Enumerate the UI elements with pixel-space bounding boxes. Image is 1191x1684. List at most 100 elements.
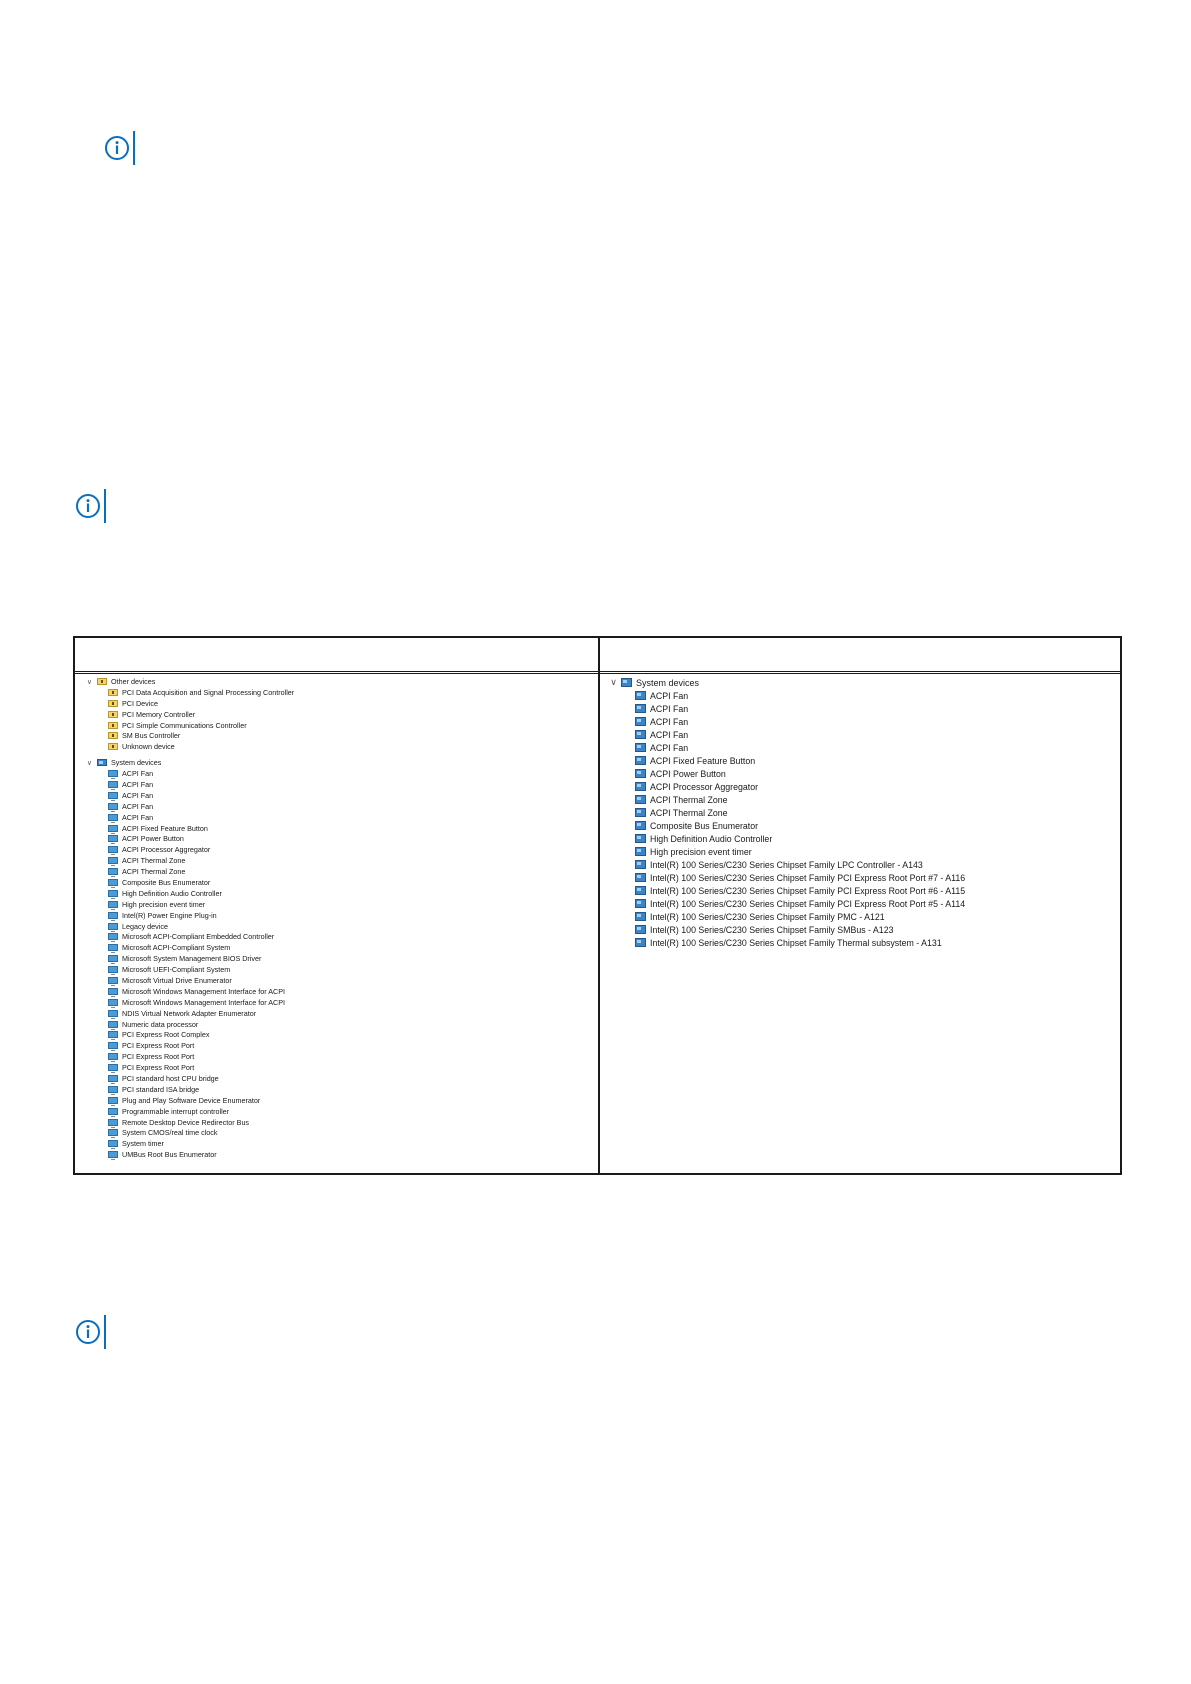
- tree-item[interactable]: Numeric data processor: [85, 1019, 590, 1030]
- tree-item[interactable]: Intel(R) 100 Series/C230 Series Chipset …: [609, 858, 1114, 871]
- tree-item[interactable]: High Definition Audio Controller: [85, 888, 590, 899]
- tree-group-header[interactable]: ∨System devices: [609, 676, 1114, 689]
- system-device-icon: [635, 886, 646, 895]
- tree-item[interactable]: Composite Bus Enumerator: [85, 877, 590, 888]
- tree-group-header[interactable]: ∨ System devices: [85, 757, 590, 768]
- tree-item[interactable]: Intel(R) 100 Series/C230 Series Chipset …: [609, 936, 1114, 949]
- tree-item[interactable]: Intel(R) 100 Series/C230 Series Chipset …: [609, 897, 1114, 910]
- system-device-icon: [635, 795, 646, 804]
- tree-item[interactable]: PCI Express Root Complex: [85, 1030, 590, 1041]
- tree-item[interactable]: PCI standard host CPU bridge: [85, 1073, 590, 1084]
- tree-item[interactable]: Intel(R) 100 Series/C230 Series Chipset …: [609, 884, 1114, 897]
- tree-item-label: ACPI Fan: [122, 769, 154, 779]
- tree-item[interactable]: Intel(R) 100 Series/C230 Series Chipset …: [609, 910, 1114, 923]
- tree-item[interactable]: ACPI Thermal Zone: [85, 855, 590, 867]
- tree-item[interactable]: ACPI Fan: [85, 801, 590, 812]
- tree-item[interactable]: SM Bus Controller: [85, 730, 590, 741]
- tree-item[interactable]: PCI Memory Controller: [85, 709, 590, 720]
- tree-item[interactable]: Microsoft UEFI-Compliant System: [85, 964, 590, 976]
- tree-item[interactable]: PCI standard ISA bridge: [85, 1084, 590, 1095]
- tree-item[interactable]: Plug and Play Software Device Enumerator: [85, 1095, 590, 1106]
- tree-item[interactable]: ACPI Thermal Zone: [609, 793, 1114, 806]
- tree-item[interactable]: System CMOS/real time clock: [85, 1128, 590, 1139]
- tree-group-header[interactable]: ∨Other devices: [85, 676, 590, 687]
- tree-item[interactable]: ACPI Fixed Feature Button: [609, 754, 1114, 767]
- tree-item[interactable]: ACPI Fan: [85, 779, 590, 790]
- tree-item-label: Intel(R) 100 Series/C230 Series Chipset …: [650, 937, 942, 948]
- tree-item[interactable]: ACPI Power Button: [609, 767, 1114, 780]
- tree-item[interactable]: High precision event timer: [85, 899, 590, 910]
- tree-item[interactable]: Unknown device: [85, 741, 590, 752]
- tree-item[interactable]: ACPI Thermal Zone: [85, 866, 590, 878]
- tree-item[interactable]: Intel(R) 100 Series/C230 Series Chipset …: [609, 871, 1114, 884]
- device-monitor-icon: [108, 1053, 118, 1063]
- system-device-icon: [635, 782, 646, 791]
- tree-item-label: ACPI Fan: [650, 703, 689, 714]
- tree-item[interactable]: Intel(R) Power Engine Plug-in: [85, 910, 590, 921]
- tree-item[interactable]: ACPI Fan: [609, 728, 1114, 741]
- tree-item[interactable]: Microsoft Windows Management Interface f…: [85, 986, 590, 997]
- tree-item-label: Microsoft UEFI-Compliant System: [122, 965, 231, 975]
- tree-item[interactable]: Microsoft System Management BIOS Driver: [85, 953, 590, 965]
- tree-item[interactable]: High precision event timer: [609, 845, 1114, 858]
- tree-item-label: PCI Device: [122, 698, 158, 708]
- tree-item-label: PCI Express Root Port: [122, 1041, 195, 1051]
- tree-item[interactable]: ACPI Fan: [85, 768, 590, 780]
- device-monitor-icon: [108, 911, 118, 921]
- chevron-down-icon[interactable]: ∨: [86, 758, 93, 768]
- tree-item[interactable]: PCI Express Root Port: [85, 1062, 590, 1074]
- tree-item[interactable]: ACPI Fixed Feature Button: [85, 823, 590, 834]
- note-bar: [133, 131, 135, 165]
- tree-item[interactable]: Programmable interrupt controller: [85, 1106, 590, 1117]
- tree-item-label: System timer: [122, 1139, 164, 1149]
- tree-item[interactable]: Legacy device: [85, 921, 590, 932]
- tree-item-label: Microsoft Windows Management Interface f…: [122, 986, 285, 996]
- tree-item[interactable]: Composite Bus Enumerator: [609, 819, 1114, 832]
- tree-item[interactable]: ACPI Fan: [85, 812, 590, 823]
- device-monitor-icon: [108, 1009, 118, 1019]
- tree-item-label: High precision event timer: [650, 846, 752, 857]
- tree-item[interactable]: Microsoft ACPI-Compliant Embedded Contro…: [85, 931, 590, 943]
- tree-item[interactable]: PCI Express Root Port: [85, 1051, 590, 1063]
- tree-item[interactable]: System timer: [85, 1138, 590, 1150]
- device-monitor-icon: [108, 1140, 118, 1150]
- tree-item[interactable]: High Definition Audio Controller: [609, 832, 1114, 845]
- tree-item[interactable]: Microsoft Windows Management Interface f…: [85, 997, 590, 1008]
- tree-item[interactable]: Intel(R) 100 Series/C230 Series Chipset …: [609, 923, 1114, 936]
- tree-item[interactable]: NDIS Virtual Network Adapter Enumerator: [85, 1008, 590, 1019]
- tree-item[interactable]: PCI Data Acquisition and Signal Processi…: [85, 687, 590, 698]
- tree-item-label: ACPI Thermal Zone: [650, 807, 728, 818]
- tree-group-label: System devices: [111, 758, 162, 768]
- device-monitor-icon: [108, 770, 118, 780]
- note-icon-1: [104, 131, 135, 165]
- tree-item[interactable]: ACPI Power Button: [85, 833, 590, 845]
- tree-item-label: Microsoft Virtual Drive Enumerator: [122, 975, 232, 985]
- tree-item[interactable]: ACPI Fan: [609, 702, 1114, 715]
- tree-item[interactable]: Microsoft Virtual Drive Enumerator: [85, 975, 590, 986]
- chevron-down-icon[interactable]: ∨: [610, 677, 617, 687]
- tree-item[interactable]: Remote Desktop Device Redirector Bus: [85, 1117, 590, 1128]
- tree-item[interactable]: PCI Express Root Port: [85, 1040, 590, 1052]
- system-device-icon: [635, 938, 646, 947]
- tree-item[interactable]: ACPI Processor Aggregator: [609, 780, 1114, 793]
- tree-item-label: PCI Data Acquisition and Signal Processi…: [122, 687, 295, 697]
- tree-item[interactable]: ACPI Thermal Zone: [609, 806, 1114, 819]
- tree-item[interactable]: UMBus Root Bus Enumerator: [85, 1149, 590, 1161]
- tree-item[interactable]: PCI Device: [85, 698, 590, 709]
- tree-item[interactable]: ACPI Fan: [609, 741, 1114, 754]
- tree-item[interactable]: ACPI Fan: [85, 790, 590, 801]
- tree-item[interactable]: ACPI Processor Aggregator: [85, 844, 590, 856]
- chevron-down-icon[interactable]: ∨: [86, 676, 93, 686]
- device-monitor-icon: [108, 1107, 118, 1117]
- system-device-icon: [635, 860, 646, 869]
- tree-item[interactable]: PCI Simple Communications Controller: [85, 720, 590, 731]
- tree-item-label: PCI Simple Communications Controller: [122, 720, 247, 730]
- device-monitor-icon: [108, 1064, 118, 1074]
- tree-item-label: Plug and Play Software Device Enumerator: [122, 1095, 261, 1105]
- system-device-icon: [635, 873, 646, 882]
- tree-item[interactable]: ACPI Fan: [609, 689, 1114, 702]
- tree-item[interactable]: Microsoft ACPI-Compliant System: [85, 942, 590, 954]
- tree-item[interactable]: ACPI Fan: [609, 715, 1114, 728]
- device-warning-icon: [108, 699, 118, 707]
